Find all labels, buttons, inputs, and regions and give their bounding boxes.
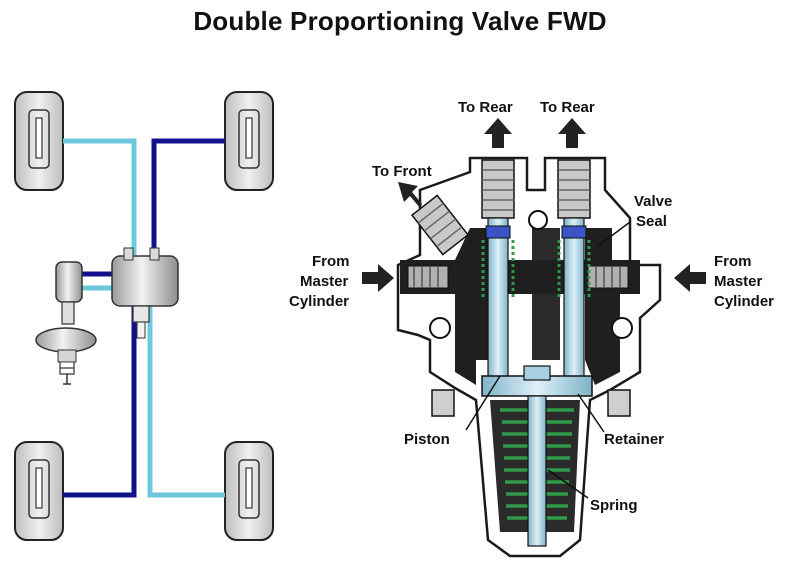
- leader-retainer: [577, 393, 605, 433]
- fitting-to-rear-right: [557, 159, 591, 219]
- fitting-to-front: [410, 194, 470, 256]
- arrow-from-master-left: [362, 264, 394, 292]
- arrow-to-rear-left: [484, 118, 512, 148]
- leader-lines: [465, 221, 631, 499]
- piston-right: [561, 217, 587, 389]
- valve-cross-section: [396, 156, 662, 558]
- label-from-master-right-2: Master: [714, 273, 763, 290]
- line-rear-right: [147, 300, 225, 498]
- master-cylinder: [35, 261, 97, 385]
- label-from-master-left-1: From: [312, 253, 350, 270]
- tire-front-left: [14, 91, 64, 191]
- label-spring: Spring: [590, 497, 638, 514]
- label-from-master-left-2: Master: [300, 273, 349, 290]
- leader-piston: [465, 375, 501, 431]
- label-from-master-right-3: Cylinder: [714, 293, 774, 310]
- label-valve-seal-2: Seal: [636, 213, 667, 230]
- valve-seals: [481, 240, 591, 300]
- line-front-right: [151, 138, 225, 255]
- tire-rear-right: [224, 441, 274, 541]
- label-piston: Piston: [404, 431, 450, 448]
- label-to-front: To Front: [372, 163, 432, 180]
- arrow-to-rear-right: [558, 118, 586, 148]
- diagram-title: Double Proportioning Valve FWD: [193, 6, 607, 36]
- leader-spring: [547, 469, 589, 499]
- tire-front-right: [224, 91, 274, 191]
- line-front-left: [63, 138, 137, 255]
- spring-rod: [527, 395, 547, 547]
- leader-valve-seal: [597, 221, 631, 247]
- valve-small: [111, 247, 179, 339]
- label-to-rear-right: To Rear: [540, 99, 595, 116]
- line-rear-left: [63, 300, 137, 498]
- tire-rear-left: [14, 441, 64, 541]
- fitting-to-rear-left: [481, 159, 515, 219]
- label-from-master-left-3: Cylinder: [289, 293, 349, 310]
- label-valve-seal-1: Valve: [634, 193, 672, 210]
- arrow-to-front: [398, 182, 422, 208]
- label-retainer: Retainer: [604, 431, 664, 448]
- flow-arrows: [362, 118, 706, 292]
- brake-lines: [63, 138, 225, 498]
- label-to-rear-left: To Rear: [458, 99, 513, 116]
- arrow-from-master-right: [674, 264, 706, 292]
- brake-line-layout: [14, 91, 274, 541]
- piston-left: [485, 217, 511, 389]
- label-from-master-right-1: From: [714, 253, 752, 270]
